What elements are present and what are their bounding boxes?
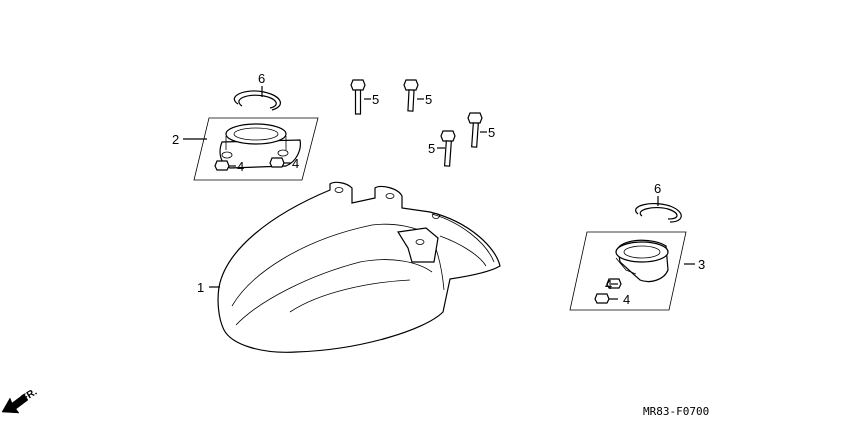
callout-nut-right-b: 4 (623, 292, 630, 307)
right-holder-panel (569, 231, 687, 311)
right-fork-holder[interactable] (615, 239, 669, 283)
diagram-code: MR83-F0700 (643, 405, 709, 418)
callout-ring-right: 6 (654, 181, 661, 196)
bolt-1[interactable] (350, 79, 366, 115)
bolt-4[interactable] (467, 112, 483, 148)
callout-nut-left-b: 4 (292, 156, 299, 171)
callout-left-holder: 2 (172, 132, 179, 147)
front-fender[interactable] (217, 181, 501, 353)
bolt-2[interactable] (403, 79, 419, 112)
callout-right-holder: 3 (698, 257, 705, 272)
left-nut-b[interactable] (269, 157, 285, 168)
callout-bolt-4: 5 (488, 125, 495, 140)
left-retaining-ring[interactable] (233, 90, 281, 111)
callout-bolt-2: 5 (425, 92, 432, 107)
callout-ring-left: 6 (258, 71, 265, 86)
left-nut-a[interactable] (214, 160, 230, 171)
front-direction-indicator: FR. (1, 387, 39, 414)
right-nut-b[interactable] (594, 293, 610, 304)
direction-arrow-icon (1, 393, 29, 414)
left-fork-holder[interactable] (219, 123, 301, 169)
callout-bolt-1: 5 (372, 92, 379, 107)
right-retaining-ring[interactable] (635, 202, 682, 223)
callout-bolt-3: 5 (428, 141, 435, 156)
callout-nut-right-a: 4 (605, 277, 612, 292)
callout-nut-left-a: 4 (237, 159, 244, 174)
bolt-3[interactable] (440, 130, 456, 167)
callout-fender: 1 (197, 280, 204, 295)
leader-lines (183, 86, 695, 300)
left-holder-panel (193, 117, 319, 181)
